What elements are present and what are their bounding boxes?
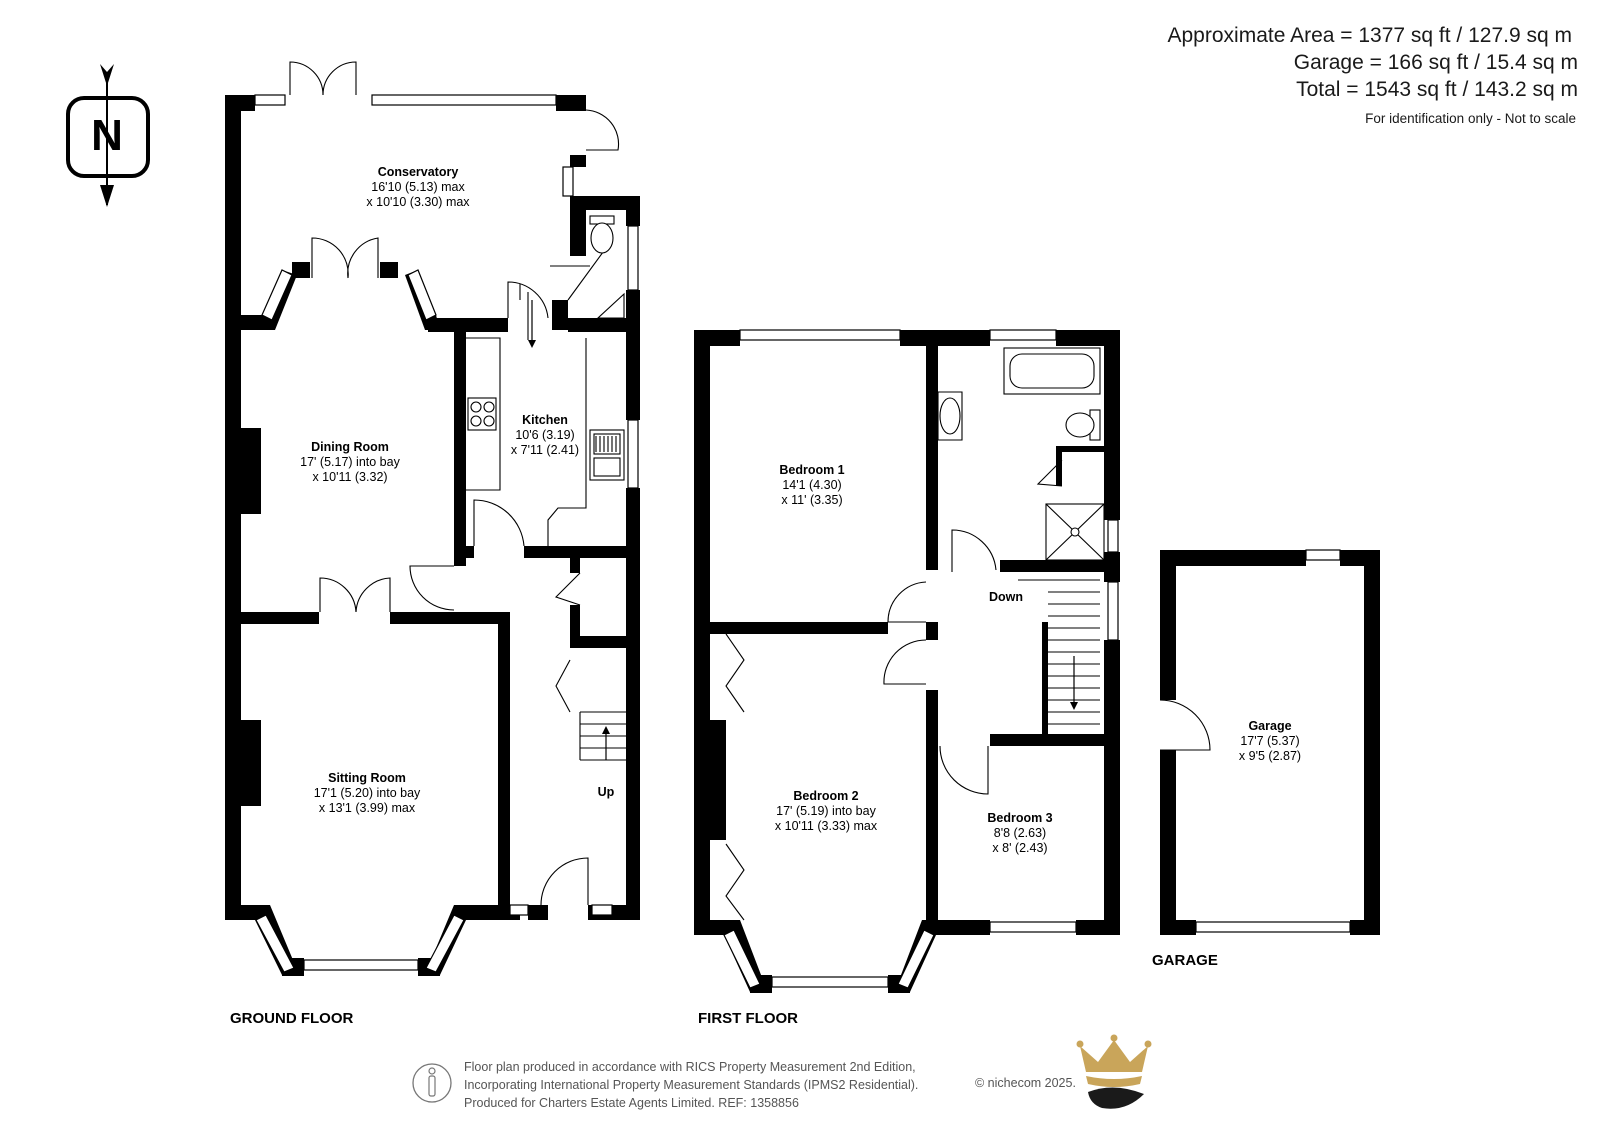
scale-note: For identification only - Not to scale	[1365, 111, 1576, 126]
bathroom-toilet-icon	[1065, 409, 1101, 441]
sink-icon	[589, 429, 625, 481]
total-area: Total = 1543 sq ft / 143.2 sq m	[1296, 78, 1578, 101]
conservatory-dim2: x 10'10 (3.30) max	[366, 195, 470, 209]
stairs-down	[1018, 579, 1100, 725]
garage-windows	[1195, 549, 1351, 933]
footer-line3: Produced for Charters Estate Agents Limi…	[464, 1096, 799, 1110]
wc-toilet-icon	[589, 215, 615, 254]
conservatory-dim1: 16'10 (5.13) max	[371, 180, 465, 194]
north-arrow-icon: N	[66, 64, 150, 207]
area-summary: Approximate Area = 1377 sq ft / 127.9 sq…	[1168, 22, 1579, 103]
garage-dim2: x 9'5 (2.87)	[1239, 749, 1301, 763]
garage-labels: Garage 17'7 (5.37) x 9'5 (2.87) GARAGE	[1152, 719, 1301, 969]
sitting-dim2: x 13'1 (3.99) max	[319, 801, 416, 815]
first-floor-labels: Bedroom 1 14'1 (4.30) x 11' (3.35) Bedro…	[698, 463, 1053, 1027]
bedroom1-dim2: x 11' (3.35)	[781, 493, 842, 507]
garage-area: Garage = 166 sq ft / 15.4 sq m	[1293, 51, 1578, 74]
stairs-up	[519, 284, 626, 761]
dining-name: Dining Room	[311, 440, 389, 454]
bedroom3-dim2: x 8' (2.43)	[992, 841, 1047, 855]
ground-floor-doors	[289, 61, 620, 906]
bath-icon	[1003, 347, 1101, 395]
bedroom2-dim1: 17' (5.19) into bay	[776, 804, 876, 818]
garage-name: Garage	[1248, 719, 1291, 733]
bedroom2-name: Bedroom 2	[793, 789, 858, 803]
basin-icon	[596, 292, 625, 319]
garage-walls	[1160, 550, 1380, 935]
garage-doors	[1159, 699, 1211, 751]
shower-icon	[1045, 503, 1105, 561]
first-floor-label: FIRST FLOOR	[698, 1010, 798, 1027]
dining-dim2: x 10'11 (3.32)	[312, 470, 387, 484]
person-scale-icon	[412, 1063, 452, 1103]
conservatory-name: Conservatory	[378, 165, 459, 179]
garage-dim1: 17'7 (5.37)	[1240, 734, 1299, 748]
footer-credit: © nichecom 2025.	[975, 1076, 1076, 1090]
bedroom3-name: Bedroom 3	[987, 811, 1052, 825]
footer-line2: Incorporating International Property Mea…	[464, 1078, 919, 1092]
first-floor-walls	[694, 330, 1120, 993]
bedroom3-dim1: 8'8 (2.63)	[994, 826, 1046, 840]
first-floor-fixtures	[937, 347, 1105, 725]
ground-floor-fixtures	[466, 215, 626, 761]
footer-line1: Floor plan produced in accordance with R…	[464, 1060, 916, 1074]
bedroom1-name: Bedroom 1	[779, 463, 844, 477]
bedroom2-dim2: x 10'11 (3.33) max	[775, 819, 878, 833]
approx-area: Approximate Area = 1377 sq ft / 127.9 sq…	[1167, 24, 1573, 47]
ground-floor-walls	[225, 95, 640, 976]
hob-icon	[467, 397, 497, 431]
kitchen-name: Kitchen	[522, 413, 568, 427]
kitchen-dim1: 10'6 (3.19)	[515, 428, 574, 442]
dining-dim1: 17' (5.17) into bay	[300, 455, 400, 469]
kitchen-dim2: x 7'11 (2.41)	[511, 443, 579, 457]
stairs-up-label: Up	[598, 785, 615, 799]
ground-floor-labels: Conservatory 16'10 (5.13) max x 10'10 (3…	[230, 165, 615, 1027]
first-floor-windows	[723, 329, 1119, 989]
crown-logo-icon	[1076, 1034, 1152, 1109]
sitting-dim1: 17'1 (5.20) into bay	[314, 786, 421, 800]
sitting-name: Sitting Room	[328, 771, 406, 785]
compass-letter: N	[91, 111, 123, 160]
first-floor-doors	[725, 459, 1063, 921]
stairs-down-label: Down	[989, 590, 1023, 604]
bathroom-basin-icon	[937, 391, 963, 441]
bedroom1-dim1: 14'1 (4.30)	[782, 478, 841, 492]
garage-label: GARAGE	[1152, 952, 1218, 969]
ground-floor-label: GROUND FLOOR	[230, 1010, 353, 1027]
footer-text: Floor plan produced in accordance with R…	[464, 1058, 918, 1112]
ground-floor-windows	[254, 94, 639, 973]
